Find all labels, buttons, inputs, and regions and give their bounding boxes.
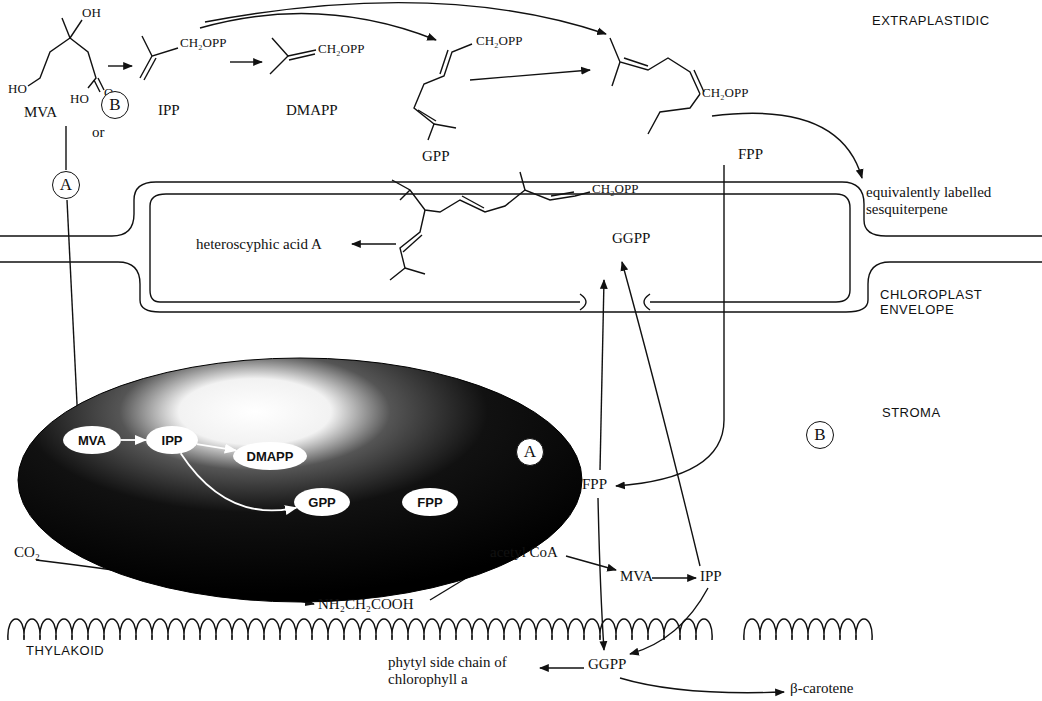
node-text: GPP xyxy=(308,495,335,510)
pathway-label: CH₂OPP xyxy=(592,182,638,197)
pathway-label: CH₂OPP xyxy=(180,36,226,51)
pathway-label: MVA xyxy=(620,568,653,585)
route-circle: B xyxy=(101,91,129,119)
route-circle: A xyxy=(52,171,80,199)
route-circle: A xyxy=(516,438,544,466)
pathway-label: FPP xyxy=(582,476,607,493)
pathway-label: CO₂ xyxy=(14,544,40,561)
pathway-label: CH₂OPP xyxy=(476,34,522,49)
pathway-label: GGPP xyxy=(612,230,650,247)
compartment-oval: GPP xyxy=(294,488,350,516)
node-text: FPP xyxy=(417,495,442,510)
node-text: B xyxy=(814,425,825,445)
pathway-label: GPP xyxy=(422,148,450,165)
node-text: B xyxy=(109,95,120,115)
pathway-label: β-carotene xyxy=(790,680,853,697)
compartment-oval: DMAPP xyxy=(233,442,307,470)
pathway-label: CH₂OPP xyxy=(702,86,748,101)
node-text: IPP xyxy=(162,433,183,448)
pathway-label: OH xyxy=(82,6,101,21)
pathway-label: STROMA xyxy=(882,406,941,421)
thylakoid-membrane xyxy=(8,619,712,640)
node-text: A xyxy=(60,175,72,195)
pathway-label: FPP xyxy=(738,146,763,163)
pathway-label: IPP xyxy=(158,102,180,119)
pathway-label: acetyl CoA xyxy=(490,544,558,561)
compartment-oval: FPP xyxy=(402,488,458,516)
node-text: A xyxy=(524,442,536,462)
pathway-label: heteroscyphic acid A xyxy=(196,236,322,253)
thylakoid-membrane xyxy=(744,619,872,640)
compartment-oval: MVA xyxy=(63,426,121,454)
pathway-label: EXTRAPLASTIDIC xyxy=(872,14,990,29)
pathway-label: or xyxy=(92,124,105,141)
node-text: DMAPP xyxy=(247,449,294,464)
pathway-label: MVA xyxy=(24,104,57,121)
node-text: MVA xyxy=(78,433,106,448)
pathway-label: NH₂CH₂COOH xyxy=(318,596,413,613)
pathway-label: DMAPP xyxy=(286,102,338,119)
pathway-label: CHLOROPLAST ENVELOPE xyxy=(880,288,1000,318)
pathway-label: THYLAKOID xyxy=(26,644,104,659)
pathway-arrow xyxy=(197,444,236,450)
pathway-label: CH₂OPP xyxy=(318,42,364,57)
compartment-oval: IPP xyxy=(146,426,198,454)
pathway-label: equivalently labelled sesquiterpene xyxy=(866,184,998,219)
pathway-label: GGPP xyxy=(588,656,626,673)
pathway-label: HO xyxy=(70,92,89,107)
pathway-label: IPP xyxy=(700,568,722,585)
pathway-label: phytyl side chain of chlorophyll a xyxy=(388,654,538,689)
pathway-arrow xyxy=(121,439,146,441)
route-circle: B xyxy=(806,421,834,449)
pathway-label: HO xyxy=(8,82,27,97)
